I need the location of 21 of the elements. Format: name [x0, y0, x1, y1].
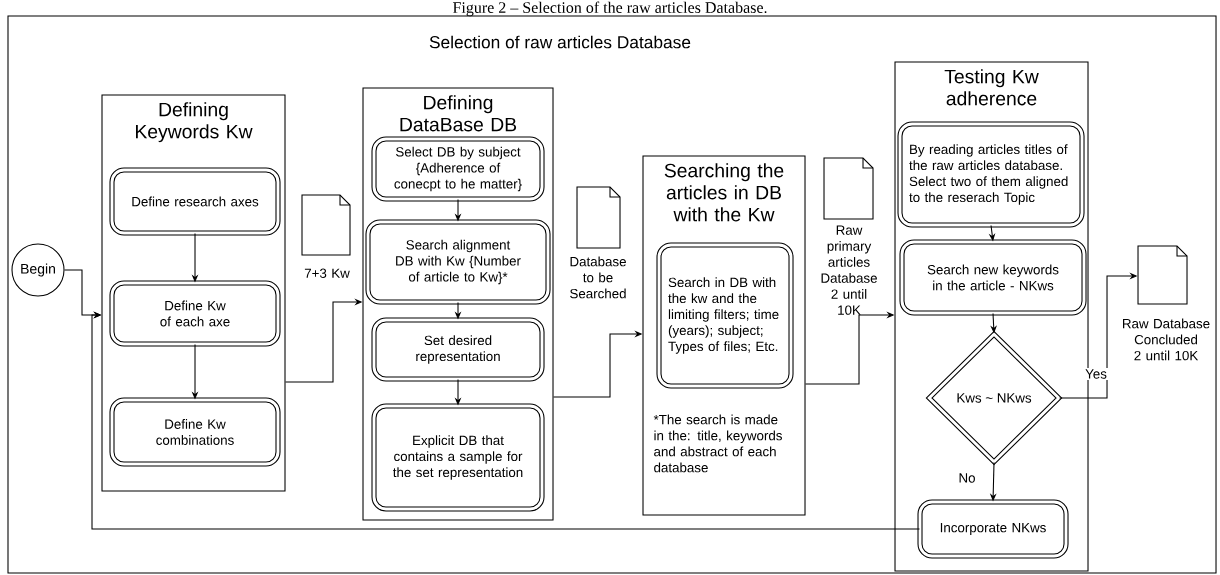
process-box: Define Kw of each axe — [109, 280, 281, 347]
edge-label: No — [957, 472, 977, 484]
process-box: Set desired representation — [371, 317, 545, 382]
process-box: Search new keywords in the article - NKws — [899, 239, 1087, 316]
process-box: Explicit DB that contains a sample for the set representation — [371, 403, 545, 512]
process-box: Incorporate NKws — [917, 499, 1069, 559]
process-box: Search in DB with the kw and the limiting filters; time (years); subject; Types of files; Etc. — [656, 242, 794, 389]
figure-title: Figure 2 – Selection of the raw articles Database. — [452, 1, 767, 17]
document-caption: Raw Database Concluded 2 until 10K — [1123, 318, 1210, 361]
process-box: Define Kw combinations — [109, 397, 281, 467]
process-box: By reading articles titles of the raw articles database. Select two of them aligned to the reserach Topic — [897, 121, 1085, 228]
process-box: Define research axes — [109, 167, 281, 236]
footnote-text: *The search is made in the: title, keywords and abstract of each database — [653, 414, 782, 473]
arrow — [91, 311, 920, 530]
frame-title: Selection of raw articles Database — [429, 35, 691, 49]
process-box: Search alignment DB with Kw {Number of article to Kw}* — [365, 219, 551, 305]
document-caption: Database to be Searched — [570, 256, 626, 299]
edge-label: Yes — [1083, 368, 1109, 380]
document-caption: 7+3 Kw — [304, 268, 350, 278]
document-caption: Raw primary articles Database 2 until 10K — [821, 225, 877, 315]
process-box: Select DB by subject {Adherence of conecpt to he matter} — [371, 136, 545, 202]
